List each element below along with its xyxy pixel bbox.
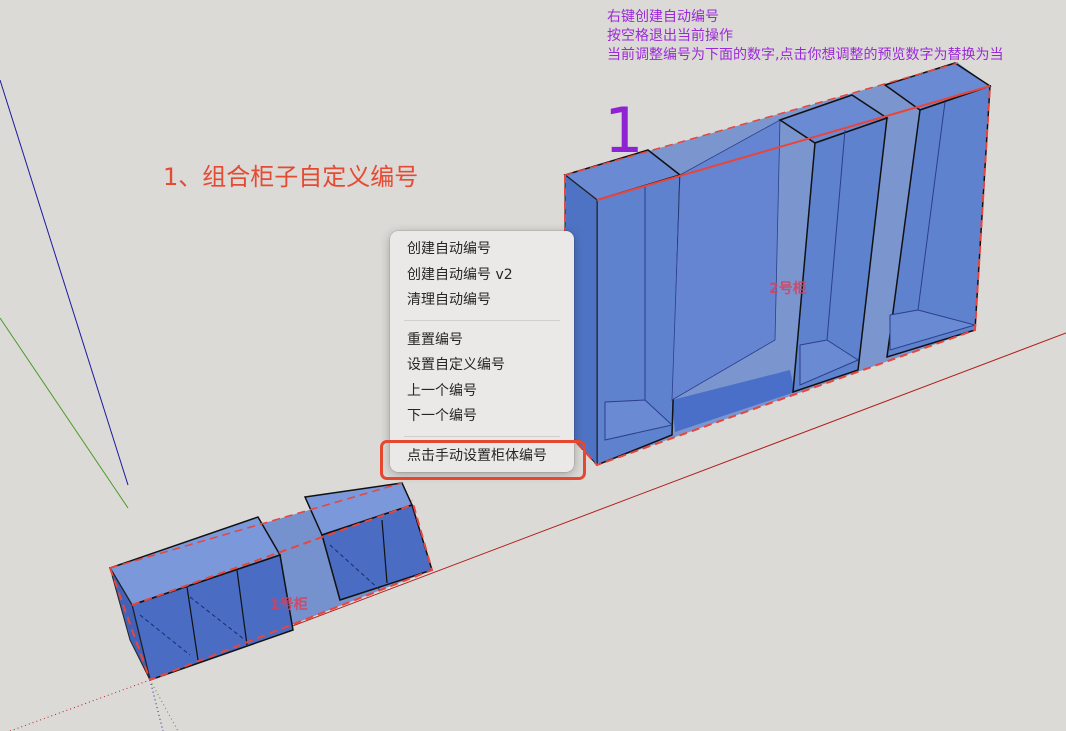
highlight-annotation-box (380, 440, 586, 480)
blue-axis-dotted (149, 679, 164, 731)
red-axis-line (149, 332, 1066, 681)
menu-item-previous-number[interactable]: 上一个编号 (407, 382, 477, 399)
hint-line-2: 按空格退出当前操作 (607, 28, 733, 44)
preview-number[interactable]: 1 (604, 94, 644, 167)
red-axis-dotted (9, 679, 151, 731)
cabinet-label-1: 1号柜 (270, 597, 308, 613)
menu-item-create-auto-number[interactable]: 创建自动编号 (407, 241, 491, 257)
menu-item-manual-set-cabinet-number[interactable]: 点击手动设置柜体编号 (407, 447, 547, 464)
cabinet-group-1[interactable] (108, 482, 434, 682)
hint-line-1: 右键创建自动编号 (607, 9, 719, 25)
title-annotation: 1、组合柜子自定义编号 (163, 163, 419, 191)
plugin-hint-overlay: 右键创建自动编号 按空格退出当前操作 当前调整编号为下面的数字,点击你想调整的预… (607, 8, 1003, 65)
menu-item-create-auto-number-v2[interactable]: 创建自动编号 v2 (407, 266, 513, 283)
green-axis-dotted (149, 679, 179, 731)
menu-item-clear-auto-number[interactable]: 清理自动编号 (407, 292, 491, 308)
menu-separator (404, 435, 560, 437)
menu-separator (404, 319, 560, 321)
menu-item-set-custom-number[interactable]: 设置自定义编号 (407, 357, 505, 373)
blue-axis-line (0, 79, 129, 486)
hint-line-3: 当前调整编号为下面的数字,点击你想调整的预览数字为替换为当 (607, 47, 1004, 63)
cabinet-label-2: 2号柜 (769, 281, 807, 297)
menu-item-reset-number[interactable]: 重置编号 (407, 331, 463, 348)
green-axis-line (0, 317, 129, 509)
menu-item-next-number[interactable]: 下一个编号 (407, 408, 477, 424)
context-menu: 创建自动编号 创建自动编号 v2 清理自动编号 重置编号 设置自定义编号 上一个… (390, 231, 574, 472)
